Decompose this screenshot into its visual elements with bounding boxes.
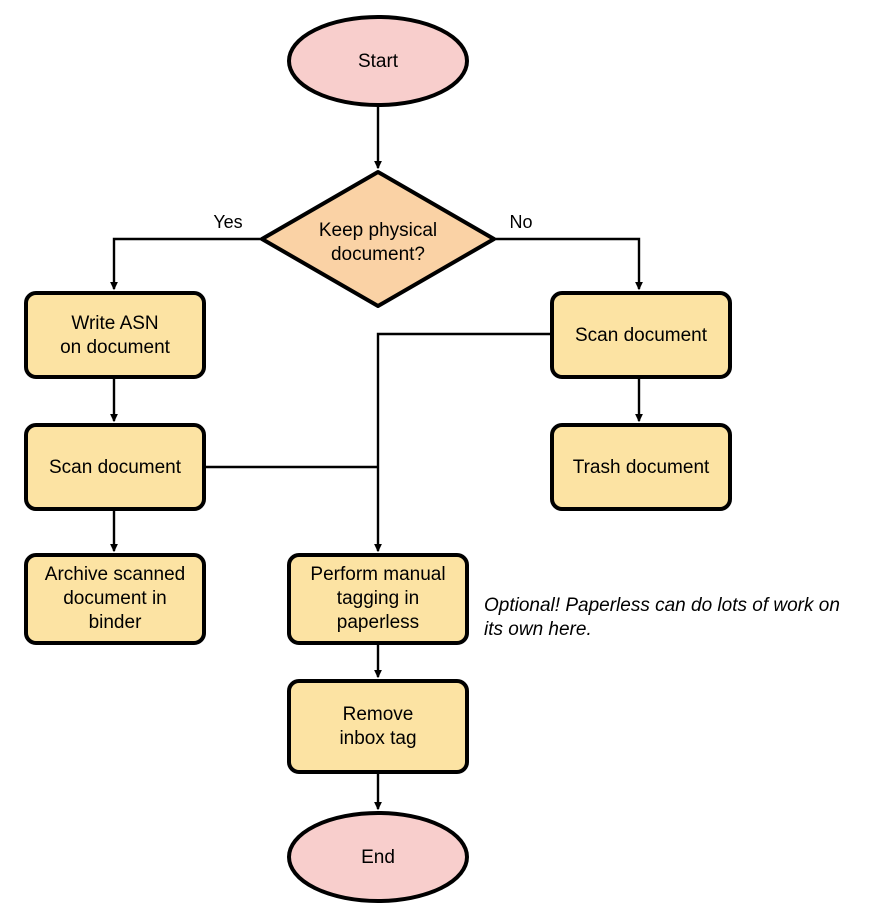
remove-inbox-tag-box [287, 679, 469, 774]
edge-label-no: No [509, 212, 532, 232]
decision-label-line2: document? [331, 244, 425, 265]
scan-document-left-label: Scan document [49, 457, 182, 478]
start-label: Start [358, 51, 399, 72]
node-scan-document-right[interactable]: Scan document [550, 291, 732, 379]
annotation-optional-note: Optional! Paperless can do lots of work … [484, 595, 840, 640]
write-asn-label-line2: on document [60, 337, 171, 358]
node-write-asn-on-document[interactable]: Write ASN on document [24, 291, 206, 379]
edge-label-yes: Yes [213, 212, 242, 232]
scan-document-left-box [24, 423, 206, 511]
tagging-box [287, 553, 469, 645]
archive-label-line2: document in [63, 588, 167, 609]
scan-document-right-label: Scan document [575, 325, 708, 346]
node-remove-inbox-tag[interactable]: Remove inbox tag [287, 679, 469, 774]
scan-document-right-box [550, 291, 732, 379]
trash-document-label: Trash document [573, 457, 710, 478]
trash-document-box [550, 423, 732, 511]
start-ellipse [287, 15, 469, 107]
tagging-label-line3: paperless [337, 612, 419, 633]
write-asn-label-line1: Write ASN [71, 313, 158, 334]
decision-label-line1: Keep physical [319, 220, 437, 241]
decision-diamond [260, 170, 496, 308]
tagging-label-line2: tagging in [337, 588, 419, 609]
archive-box [24, 553, 206, 645]
archive-label-line3: binder [89, 612, 142, 633]
node-decision-keep-physical-document[interactable]: Keep physical document? [260, 170, 496, 308]
tagging-label-line1: Perform manual [310, 564, 445, 585]
write-asn-box [24, 291, 206, 379]
remove-inbox-label-line2: inbox tag [339, 728, 416, 749]
edge-decision-no-to-scan-right [493, 237, 643, 291]
node-scan-document-left[interactable]: Scan document [24, 423, 206, 511]
annotation-line1: Optional! Paperless can do lots of work … [484, 595, 840, 616]
edge-scan-right-to-tagging [374, 332, 552, 553]
node-start[interactable]: Start [287, 15, 469, 107]
node-perform-manual-tagging[interactable]: Perform manual tagging in paperless [287, 553, 469, 645]
edge-decision-yes-to-write-asn [110, 237, 263, 291]
node-archive-scanned-document[interactable]: Archive scanned document in binder [24, 553, 206, 645]
end-ellipse [287, 811, 469, 903]
node-end[interactable]: End [287, 811, 469, 903]
connector-layer [110, 106, 643, 811]
remove-inbox-label-line1: Remove [343, 704, 414, 725]
archive-label-line1: Archive scanned [45, 564, 185, 585]
node-trash-document[interactable]: Trash document [550, 423, 732, 511]
annotation-line2: its own here. [484, 619, 592, 640]
end-label: End [361, 847, 395, 868]
